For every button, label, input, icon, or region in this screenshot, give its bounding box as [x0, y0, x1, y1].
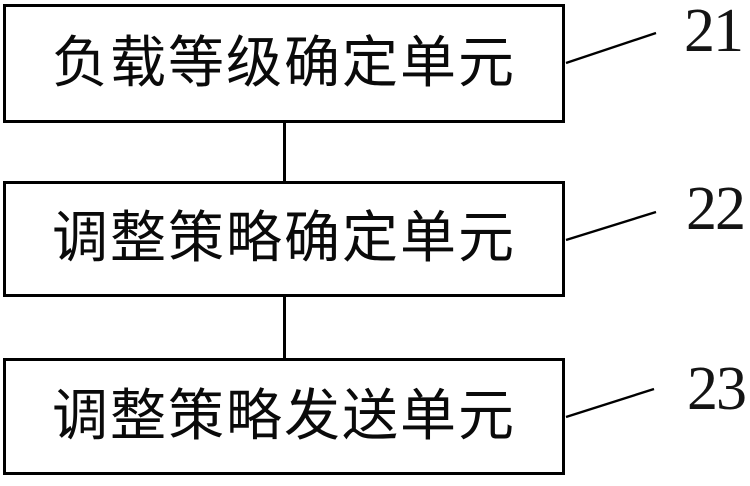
unit-box-adjustment-strategy-determination-label: 调整策略确定单元 — [52, 208, 516, 270]
unit-box-adjustment-strategy-determination: 调整策略确定单元 — [3, 181, 565, 297]
leader-line-21 — [565, 31, 657, 65]
reference-numeral-23: 23 — [687, 355, 747, 423]
reference-numeral-21: 21 — [684, 0, 744, 65]
unit-box-load-level-determination: 负载等级确定单元 — [3, 4, 565, 123]
unit-box-adjustment-strategy-sending-label: 调整策略发送单元 — [52, 385, 516, 448]
leader-line-23 — [565, 387, 655, 419]
unit-box-adjustment-strategy-sending: 调整策略发送单元 — [3, 358, 565, 475]
unit-box-load-level-determination-label: 负载等级确定单元 — [52, 32, 516, 95]
reference-numeral-22: 22 — [686, 175, 746, 243]
leader-line-22 — [565, 210, 657, 242]
